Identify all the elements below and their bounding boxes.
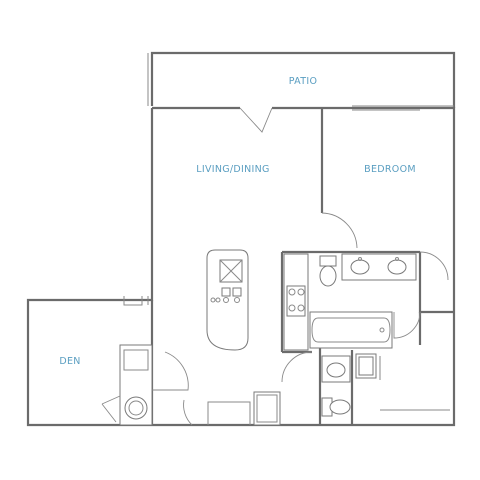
kitchen-island	[206, 249, 249, 351]
den-closet	[101, 344, 153, 426]
patio-label: PATIO	[289, 76, 317, 87]
hall-storage	[207, 391, 281, 426]
patio-area	[147, 51, 456, 108]
door-swings	[152, 212, 449, 426]
room-labels: PATIO LIVING/DINING BEDROOM DEN	[59, 76, 416, 367]
bath-fixtures	[309, 253, 450, 417]
den-label: DEN	[59, 356, 80, 367]
kitchen-counter	[283, 253, 309, 351]
bedroom-label: BEDROOM	[364, 164, 416, 175]
living-dining-label: LIVING/DINING	[196, 164, 269, 175]
patio-door	[239, 107, 273, 133]
